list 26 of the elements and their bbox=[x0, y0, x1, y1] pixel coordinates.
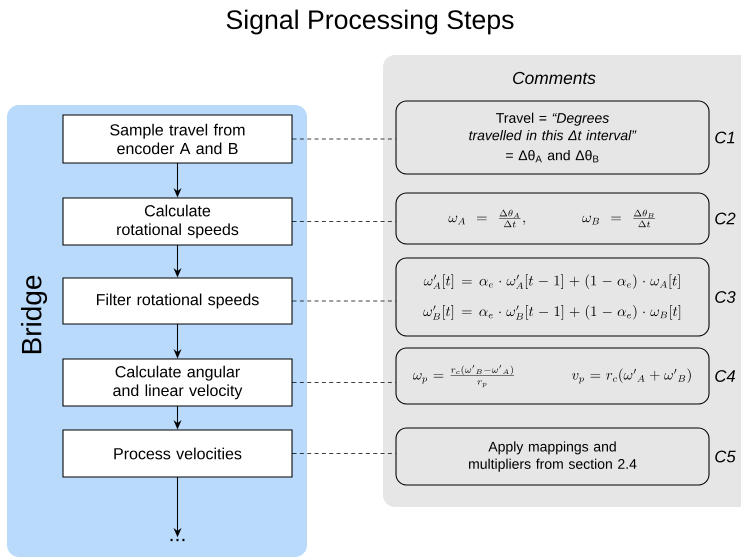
process-box: Process velocities bbox=[62, 429, 293, 478]
process-box: Calculate rotational speeds bbox=[62, 197, 293, 246]
comment-number: C3 bbox=[715, 291, 736, 303]
node-label: $\omega_A = \frac{\Delta\theta_A}{\Delta t},$ bbox=[448, 210, 526, 228]
comment-box: Apply mappings and multipliers from section 2.4 bbox=[395, 427, 710, 486]
node-label: $\omega_B = \frac{\Delta\theta_B}{\Delta t}$ bbox=[582, 210, 656, 228]
process-box: Calculate angular and linear velocity bbox=[62, 358, 293, 407]
connector-line bbox=[292, 138, 396, 140]
connector-line bbox=[292, 300, 396, 302]
comment-number: C2 bbox=[715, 212, 736, 224]
process-box: Sample travel from encoder A and B bbox=[62, 114, 293, 164]
connector-line bbox=[292, 382, 396, 383]
comment-number: C5 bbox=[715, 450, 736, 462]
comment-number: C1 bbox=[715, 132, 734, 144]
node-label: $v_p = r_c({\omega'}_A + {\omega'}_B)$ bbox=[572, 368, 691, 384]
node-label: $\omega_p = \frac{r_c({\omega'}_B - {\omega'}_A)}{r_p}$ bbox=[412, 364, 514, 388]
comment-box: $\omega'_A[t] = \alpha_e \cdot \omega'_A[t-1] + (1-\alpha_e) \cdot \omega_A[t]$ $\omega'_B[t] = \alpha_e \cdot \omega'_B[t-1] + (1-\alpha_e) \cdot \omega_B[t]$ bbox=[395, 257, 710, 337]
title: Signal Processing Steps bbox=[226, 10, 514, 34]
continuation-text: ... bbox=[170, 538, 184, 542]
comment-box: $\omega_A = \frac{\Delta\theta_A}{\Delta t},$ $\omega_B = \frac{\Delta\theta_B}{\Delta t}$ bbox=[395, 192, 710, 245]
process-box: Filter rotational speeds bbox=[62, 277, 293, 325]
connector-line bbox=[292, 453, 396, 454]
connector-line bbox=[292, 221, 396, 222]
comment-box: Travel = “Degrees travelled in this Δt interval” = Δθ$_{A}$ and Δθ$_{B}$ bbox=[395, 100, 710, 175]
comment-box: $\omega_p = \frac{r_c({\omega'}_B - {\omega'}_A)}{r_p}$ $v_p = r_c({\omega'}_A + {\omega'}_B)$ bbox=[395, 347, 710, 405]
comment-number: C4 bbox=[715, 370, 736, 382]
